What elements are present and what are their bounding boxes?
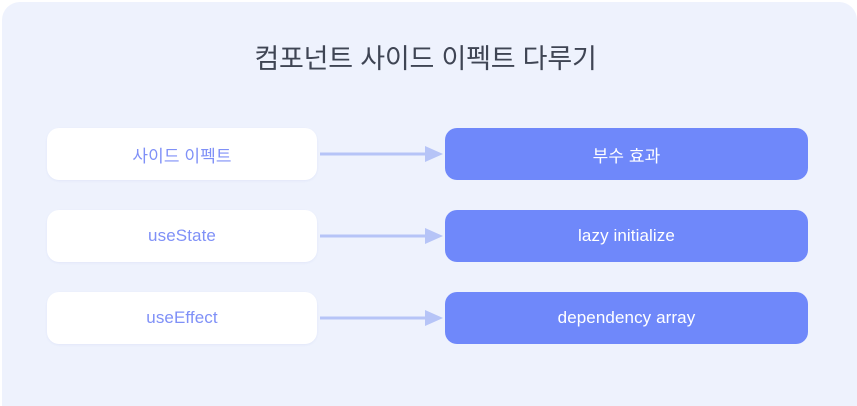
arrow-right-icon bbox=[318, 210, 445, 262]
right-node-label: lazy initialize bbox=[578, 226, 675, 245]
left-node-useeffect[interactable]: useEffect bbox=[47, 292, 317, 344]
page-title: 컴포넌트 사이드 이펙트 다루기 bbox=[254, 44, 597, 74]
right-node-dependency-array[interactable]: dependency array bbox=[445, 292, 808, 344]
arrow-right-icon bbox=[318, 128, 445, 180]
mapping-row: useEffect dependency array bbox=[2, 292, 857, 344]
mapping-row: useState lazy initialize bbox=[2, 210, 857, 262]
right-node-label: dependency array bbox=[557, 308, 696, 327]
arrow-right-icon bbox=[318, 292, 445, 344]
left-node-label: useState bbox=[148, 226, 216, 245]
right-node-lazy-initialize[interactable]: lazy initialize bbox=[445, 210, 808, 262]
left-node-usestate[interactable]: useState bbox=[47, 210, 317, 262]
left-node-side-effect[interactable]: 사이드 이펙트 bbox=[47, 128, 317, 180]
left-node-label: 사이드 이펙트 bbox=[132, 146, 232, 166]
right-node-side-effect[interactable]: 부수 효과 bbox=[445, 128, 808, 180]
right-node-label: 부수 효과 bbox=[592, 146, 661, 166]
left-node-label: useEffect bbox=[146, 308, 218, 327]
mapping-row: 사이드 이펙트 부수 효과 bbox=[2, 128, 857, 180]
